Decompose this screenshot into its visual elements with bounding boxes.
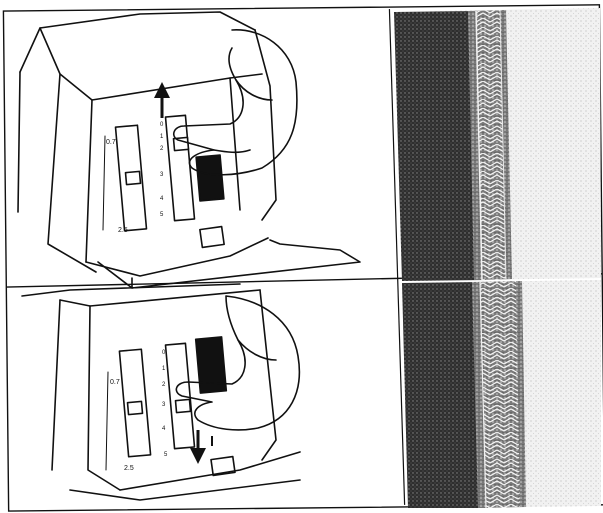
fabric-sample-bottom [402, 280, 601, 508]
stitch-length-label-max: 2.5 [118, 227, 128, 234]
fabric-sample-top [394, 8, 601, 281]
stitch-length-label-min: 0.7 [110, 379, 120, 386]
stitch-length-label-max: 2.5 [124, 465, 134, 472]
stitch-length-label-min: 0.7 [106, 139, 116, 146]
